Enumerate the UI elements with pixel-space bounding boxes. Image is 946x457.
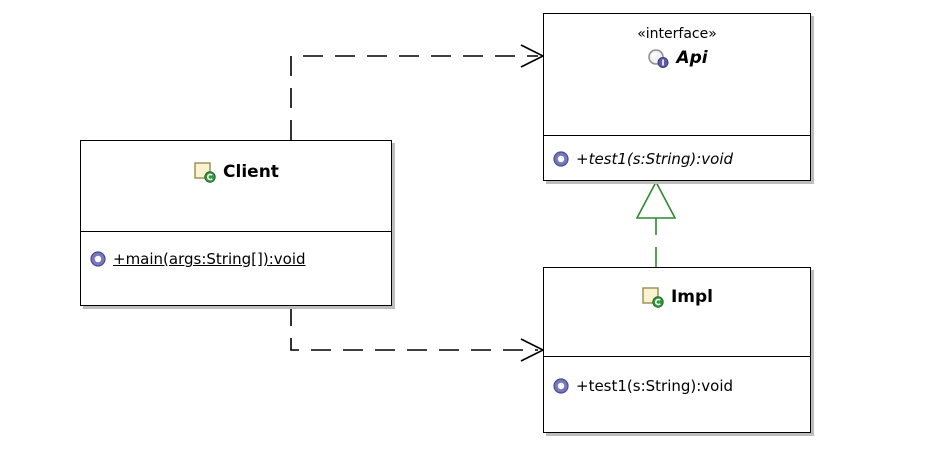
arrowhead-impl: [520, 338, 545, 362]
class-client-title-row: Client: [81, 159, 391, 185]
class-client-methods: +main(args:String[]):void: [81, 247, 391, 271]
method-row[interactable]: +test1(s:String):void: [552, 374, 802, 398]
class-client[interactable]: Client +main(args:String[]):void: [80, 140, 392, 306]
interface-api-methods: +test1(s:String):void: [544, 147, 810, 171]
public-method-icon: [89, 250, 107, 268]
dependency-client-api[interactable]: [290, 55, 538, 140]
class-impl-methods: +test1(s:String):void: [544, 374, 810, 398]
stereotype-label: «interface»: [637, 26, 717, 42]
class-client-header: Client: [81, 159, 391, 232]
class-impl-title-row: Impl: [544, 284, 810, 310]
method-signature: +test1(s:String):void: [576, 150, 734, 168]
method-row[interactable]: +main(args:String[]):void: [89, 247, 383, 271]
class-impl[interactable]: Impl +test1(s:String):void: [543, 267, 811, 433]
interface-api-header: «interface» Api: [544, 23, 810, 136]
class-icon: [193, 161, 217, 183]
method-signature: +main(args:String[]):void: [113, 250, 306, 268]
class-client-name: Client: [223, 162, 279, 182]
method-signature: +test1(s:String):void: [576, 377, 734, 395]
dependency-client-impl[interactable]: [290, 306, 538, 351]
interface-api-name: Api: [676, 48, 708, 68]
public-method-icon: [552, 150, 570, 168]
class-impl-name: Impl: [670, 287, 714, 307]
interface-icon: [646, 47, 670, 69]
interface-api-title-row: Api: [544, 45, 810, 71]
public-method-icon: [552, 377, 570, 395]
interface-api[interactable]: «interface» Api: [543, 13, 811, 181]
class-impl-header: Impl: [544, 284, 810, 357]
method-row[interactable]: +test1(s:String):void: [552, 147, 802, 171]
class-icon: [641, 286, 665, 308]
realization-triangle: [635, 180, 677, 219]
